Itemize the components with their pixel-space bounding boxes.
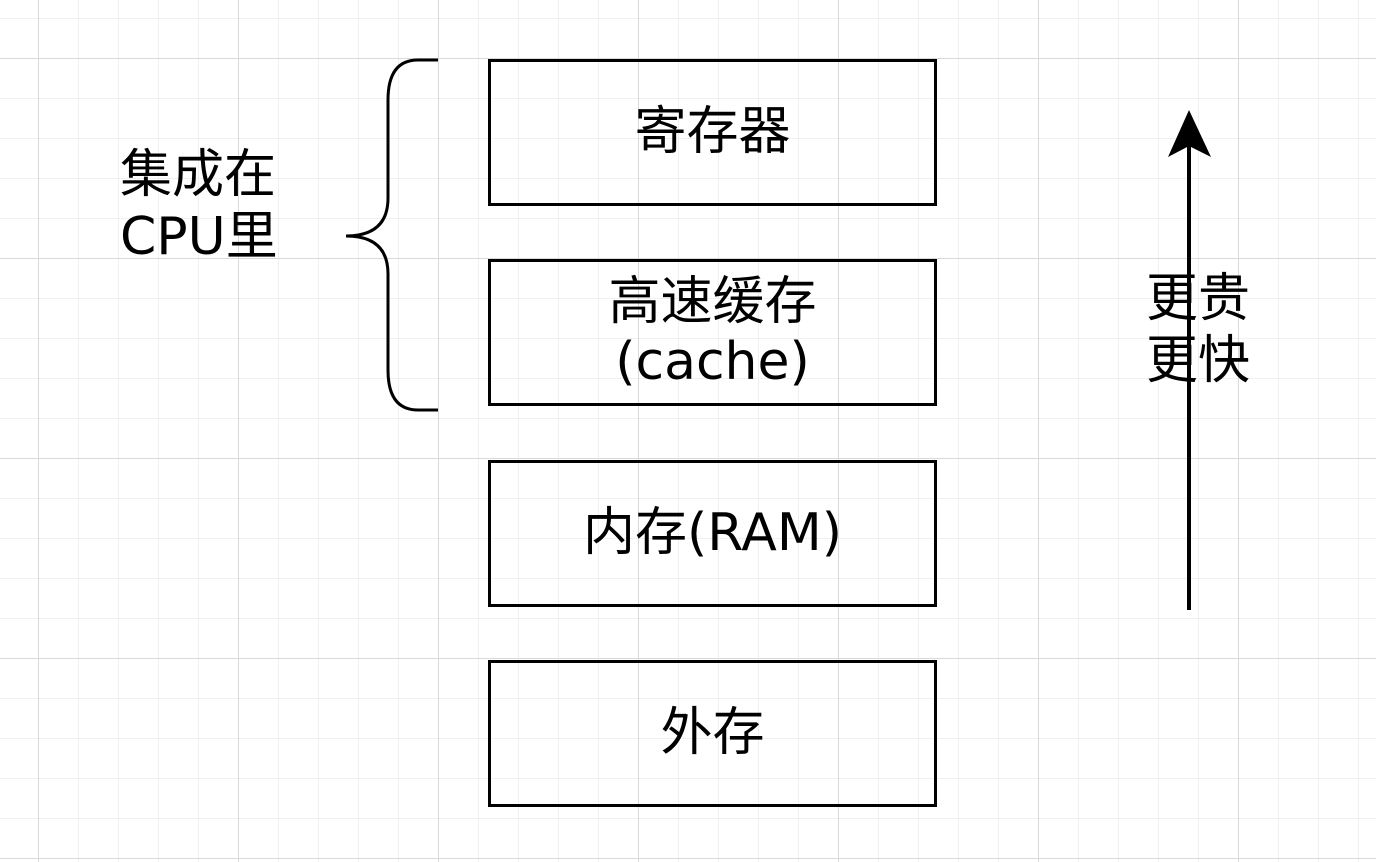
cpu-group-label: 集成在 CPU里 — [120, 144, 278, 269]
external-storage-label: 外存 — [660, 702, 765, 763]
register-label: 寄存器 — [634, 101, 791, 162]
arrow-label-line2: 更快 — [1146, 331, 1251, 392]
ram-label: 内存(RAM) — [582, 502, 843, 563]
cache-label-line1: 高速缓存 — [608, 271, 817, 332]
cpu-group-label-line1: 集成在 — [120, 145, 277, 205]
arrow-label-line1: 更贵 — [1146, 269, 1251, 329]
cache-label-line2: (cache) — [615, 331, 810, 392]
cpu-brace — [345, 58, 438, 412]
cpu-group-label-line2: CPU里 — [120, 207, 278, 268]
speed-arrow-head — [1168, 110, 1211, 157]
arrow-label: 更贵 更快 — [1146, 268, 1250, 393]
external-storage-box: 外存 — [488, 660, 937, 807]
register-box: 寄存器 — [488, 59, 937, 206]
ram-box: 内存(RAM) — [488, 460, 937, 607]
cache-box: 高速缓存 (cache) — [488, 259, 937, 406]
